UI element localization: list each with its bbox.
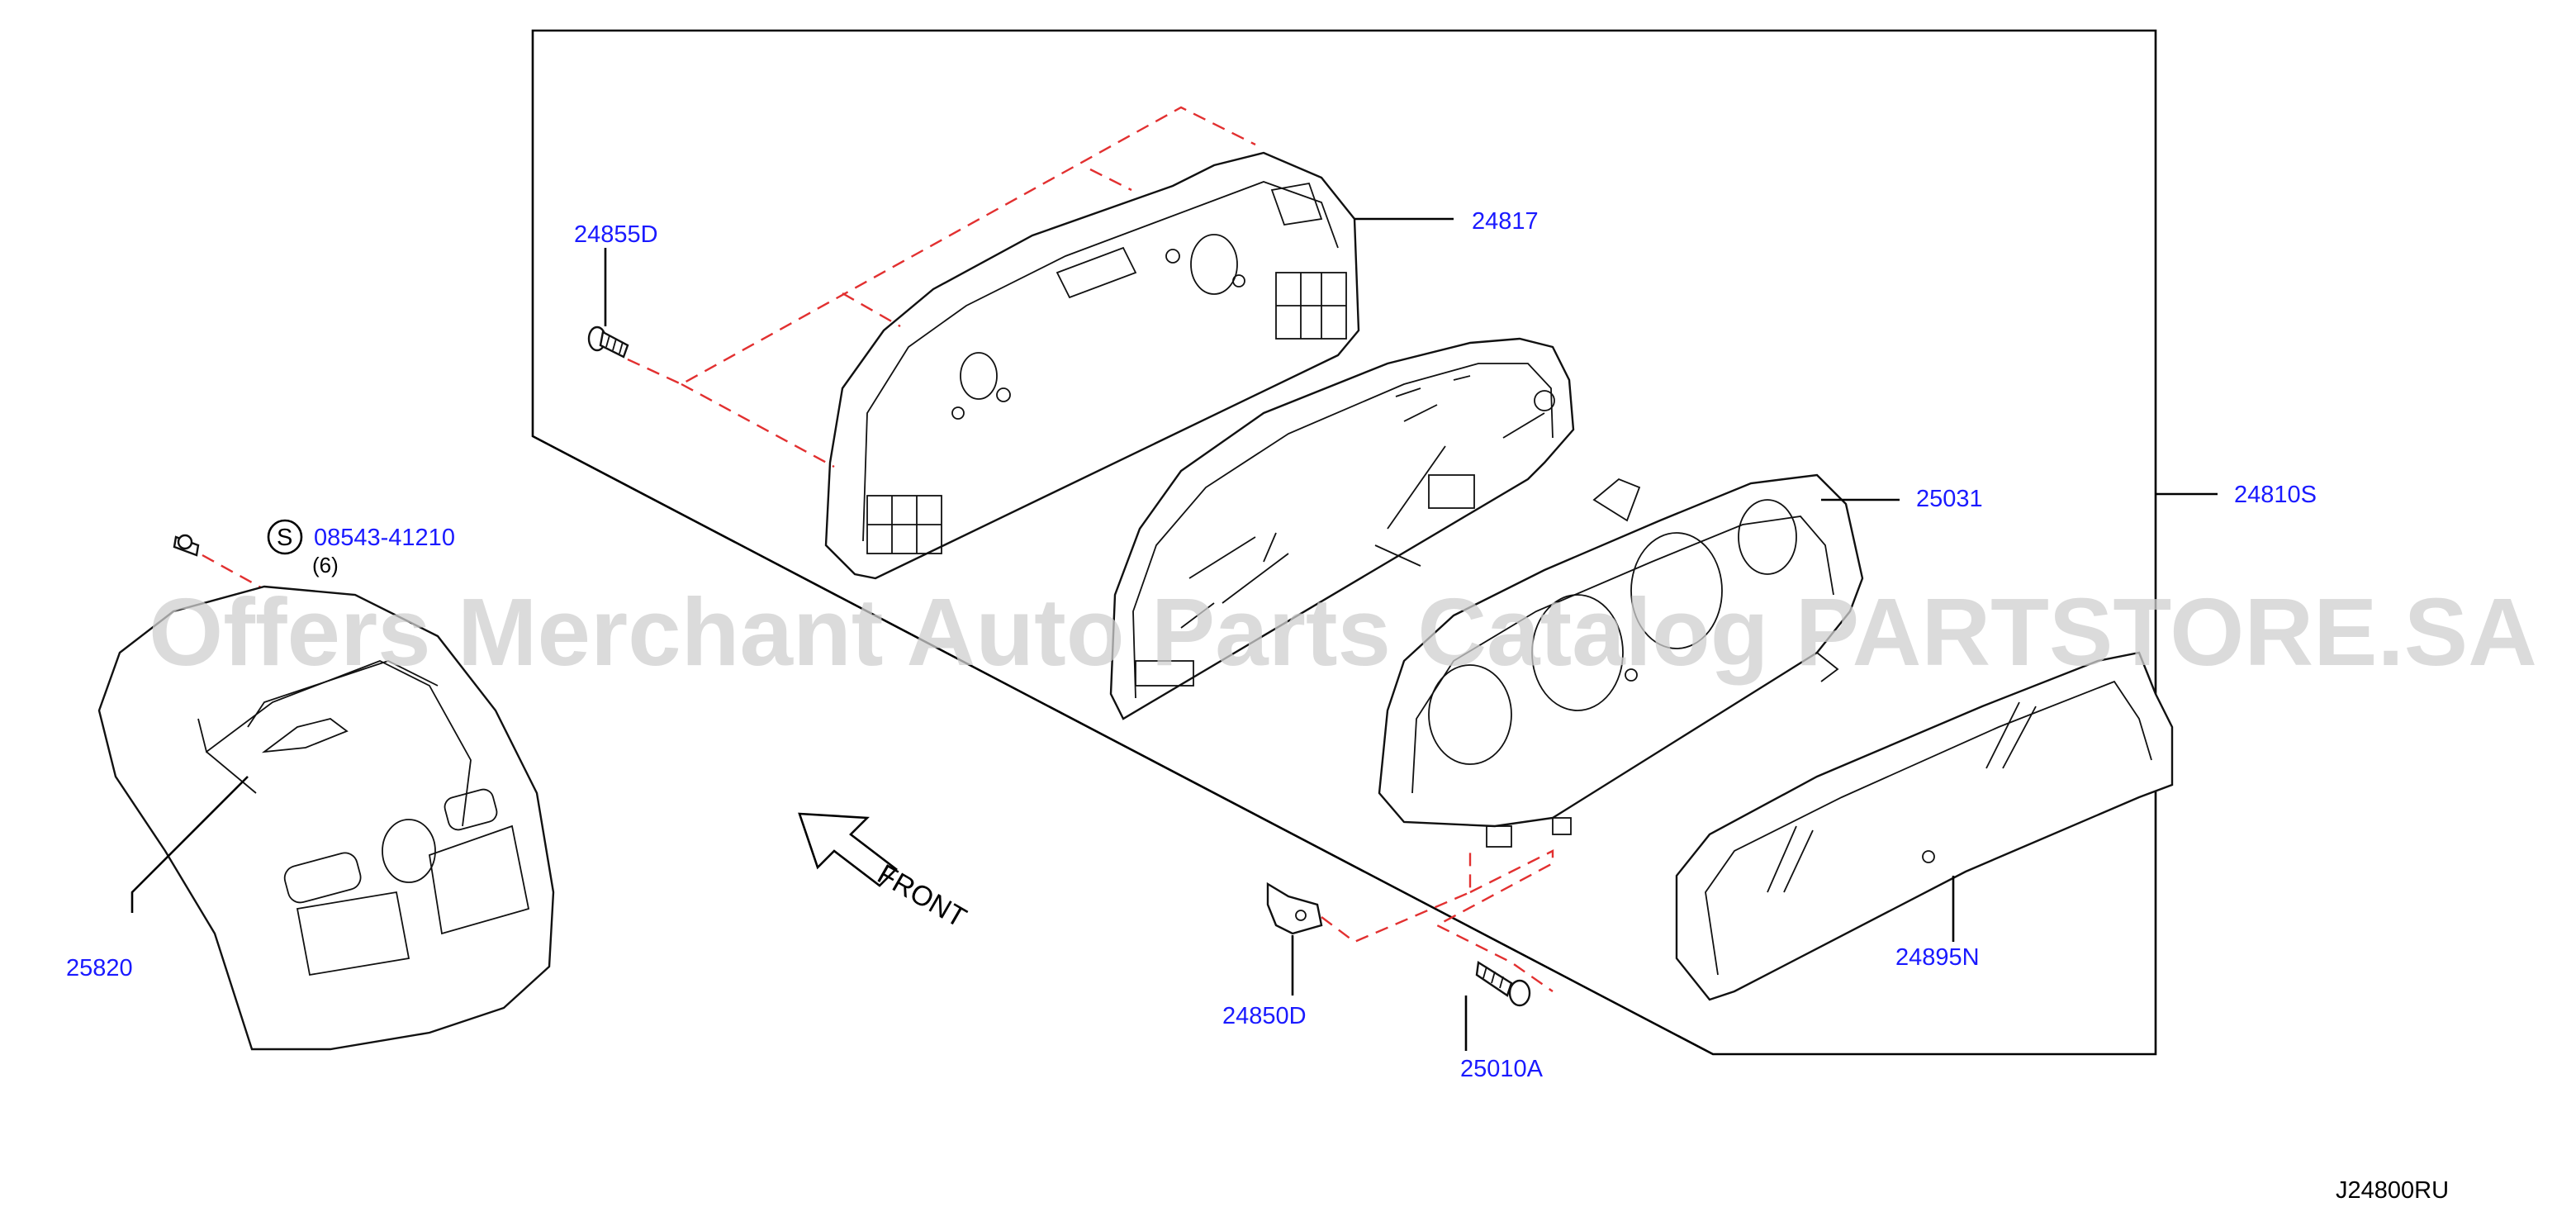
part-number-24855D[interactable]: 24855D (574, 221, 658, 248)
part-08543-screw[interactable] (173, 534, 200, 557)
part-number-08543-41210[interactable]: 08543-41210 (314, 525, 455, 551)
front-label: FRONT (872, 858, 971, 934)
guide-24855D (627, 106, 1256, 468)
part-number-25820[interactable]: 25820 (66, 955, 133, 981)
part-25010A-screw[interactable] (1475, 960, 1531, 1007)
assembly-boundary (531, 29, 2157, 1056)
part-meter-face[interactable] (1109, 337, 1575, 720)
part-25031-bezel[interactable] (1378, 473, 1864, 848)
part-24895N-lens[interactable] (1675, 651, 2174, 1001)
part-25820-cluster-lid[interactable] (97, 585, 555, 1051)
part-24817-housing[interactable] (824, 151, 1360, 580)
part-number-24895N[interactable]: 24895N (1895, 944, 1980, 971)
part-number-25010A[interactable]: 25010A (1460, 1056, 1544, 1082)
part-number-24810S[interactable]: 24810S (2234, 482, 2317, 508)
front-direction-arrow (798, 812, 898, 887)
symbol-s-text: S (277, 525, 292, 551)
part-number-25031[interactable]: 25031 (1916, 486, 1983, 512)
part-number-24850D[interactable]: 24850D (1222, 1003, 1307, 1029)
quantity-08543: (6) (312, 553, 339, 577)
symbol-s-circle (267, 519, 303, 555)
watermark-text: Offers Merchant Auto Parts Catalog PARTS… (149, 578, 2537, 686)
part-24850D-bracket[interactable] (1266, 881, 1323, 935)
guide-24850D (1321, 849, 1554, 992)
part-24855D-screw[interactable] (587, 326, 629, 359)
diagram-code: J24800RU (2336, 1177, 2449, 1204)
part-number-24817[interactable]: 24817 (1472, 208, 1539, 235)
leader-25820 (130, 776, 249, 913)
